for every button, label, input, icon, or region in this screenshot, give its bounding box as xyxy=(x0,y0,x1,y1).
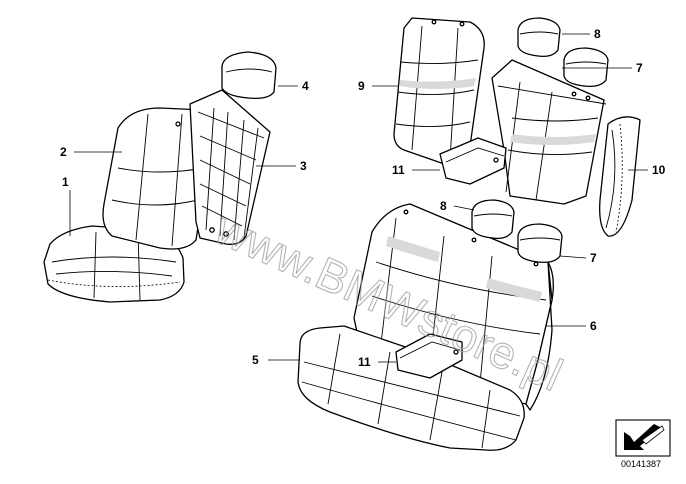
callout-7-lower: 7 xyxy=(590,251,597,265)
callout-9: 9 xyxy=(358,79,365,93)
callout-1: 1 xyxy=(62,175,69,189)
callout-2: 2 xyxy=(60,145,67,159)
backrest-frame xyxy=(189,89,271,245)
rear-headrest-lower-7 xyxy=(517,223,563,264)
side-bolster xyxy=(599,116,641,237)
leader-lines xyxy=(69,33,648,363)
callout-labels: 1 2 3 4 5 6 7 7 8 8 9 10 11 11 xyxy=(60,27,666,369)
rear-backrest-left xyxy=(393,17,485,167)
callout-11-lower: 11 xyxy=(358,355,371,369)
callout-4: 4 xyxy=(302,79,309,93)
arrow-in-frame-icon xyxy=(615,419,671,457)
callout-8-lower: 8 xyxy=(440,199,447,213)
lower-armrest xyxy=(395,333,463,379)
upper-armrest xyxy=(439,137,507,185)
rear-bench-cushion xyxy=(297,325,525,451)
callout-3: 3 xyxy=(300,159,307,173)
callout-10: 10 xyxy=(652,163,666,177)
callout-6: 6 xyxy=(590,319,597,333)
rear-headrest-upper-7 xyxy=(563,47,609,88)
rear-headrest-lower-8 xyxy=(471,199,515,240)
callout-11-upper: 11 xyxy=(392,163,405,177)
rear-headrest-upper-8 xyxy=(517,17,561,58)
callout-5: 5 xyxy=(252,353,259,367)
front-headrest xyxy=(221,51,277,100)
front-backrest-cover xyxy=(102,107,213,250)
catalog-number: 00141387 xyxy=(620,459,662,469)
callout-8-upper: 8 xyxy=(594,27,601,41)
callout-7-upper: 7 xyxy=(636,61,643,75)
